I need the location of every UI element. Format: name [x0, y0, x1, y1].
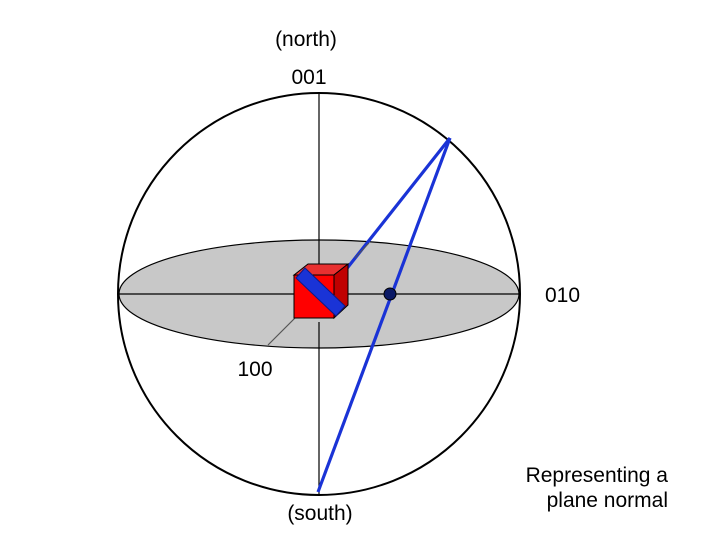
- caption-line-2: plane normal: [547, 489, 668, 512]
- projected-pole-point: [383, 287, 397, 301]
- south-label: (south): [287, 502, 352, 525]
- crystal-plane-slab: [295, 267, 346, 317]
- caption-line-1: Representing a: [526, 464, 669, 487]
- cubic-crystal: [292, 262, 350, 320]
- plane-trace-line: [354, 242, 370, 259]
- pole-001-label: 001: [291, 66, 326, 89]
- axis-100-label: 100: [237, 358, 272, 381]
- axis-100-line: [267, 315, 298, 346]
- projection-line: [316, 137, 452, 493]
- axis-010-label: 010: [545, 284, 580, 307]
- north-label: (north): [275, 28, 337, 51]
